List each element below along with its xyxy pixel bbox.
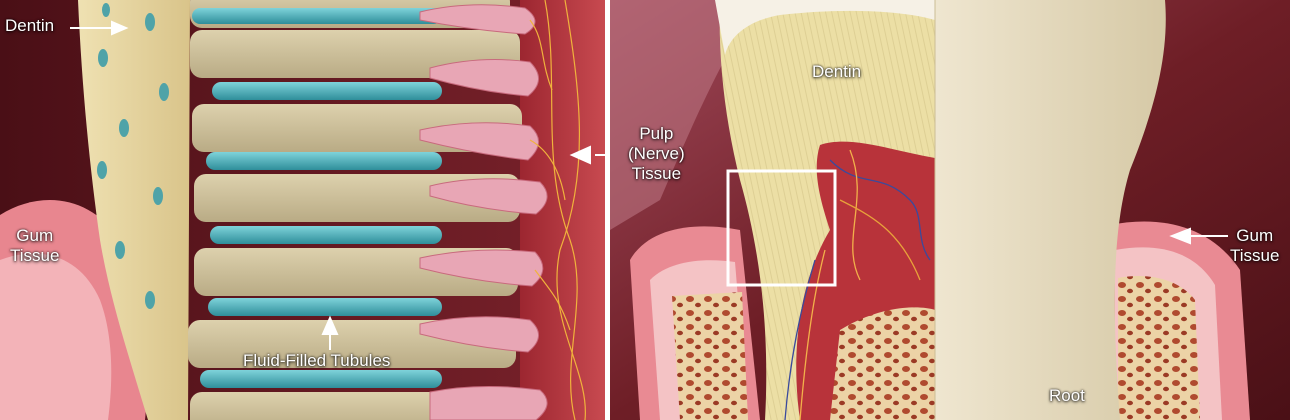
label-gum-tissue-right: Gum Tissue <box>1230 226 1280 265</box>
enamel-cap <box>715 0 935 55</box>
nerve-fibers <box>529 0 586 420</box>
dentin-pores <box>97 3 169 309</box>
bone-right <box>1118 276 1200 420</box>
bone-center <box>830 307 935 420</box>
panel-divider <box>605 0 610 420</box>
right-panel <box>610 0 1290 420</box>
label-fluid-filled-tubules: Fluid-Filled Tubules <box>243 351 391 370</box>
bone-left <box>672 292 748 420</box>
tooth-exterior-half <box>935 0 1166 420</box>
label-gum-tissue-left: Gum Tissue <box>10 226 60 265</box>
label-dentin-left: Dentin <box>5 16 55 35</box>
nerve-endings <box>419 4 548 420</box>
right-arrows <box>1169 227 1228 245</box>
gum-tissue-left-inner <box>0 253 112 420</box>
magnified-region-box <box>726 169 837 287</box>
dentin-column-left <box>78 0 190 420</box>
dentin-left-arrowhead <box>111 20 129 36</box>
left-panel <box>0 0 625 420</box>
gum-right-arrowhead <box>1169 227 1191 245</box>
left-arrows <box>70 20 625 350</box>
label-root: Root <box>1049 386 1085 405</box>
tubules-arrowhead <box>321 315 339 335</box>
pulp-vessels <box>784 149 931 420</box>
label-dentin-right: Dentin <box>812 62 862 81</box>
pulp-arrowhead <box>569 145 591 165</box>
label-pulp-nerve-tissue: Pulp (Nerve) Tissue <box>628 124 685 183</box>
